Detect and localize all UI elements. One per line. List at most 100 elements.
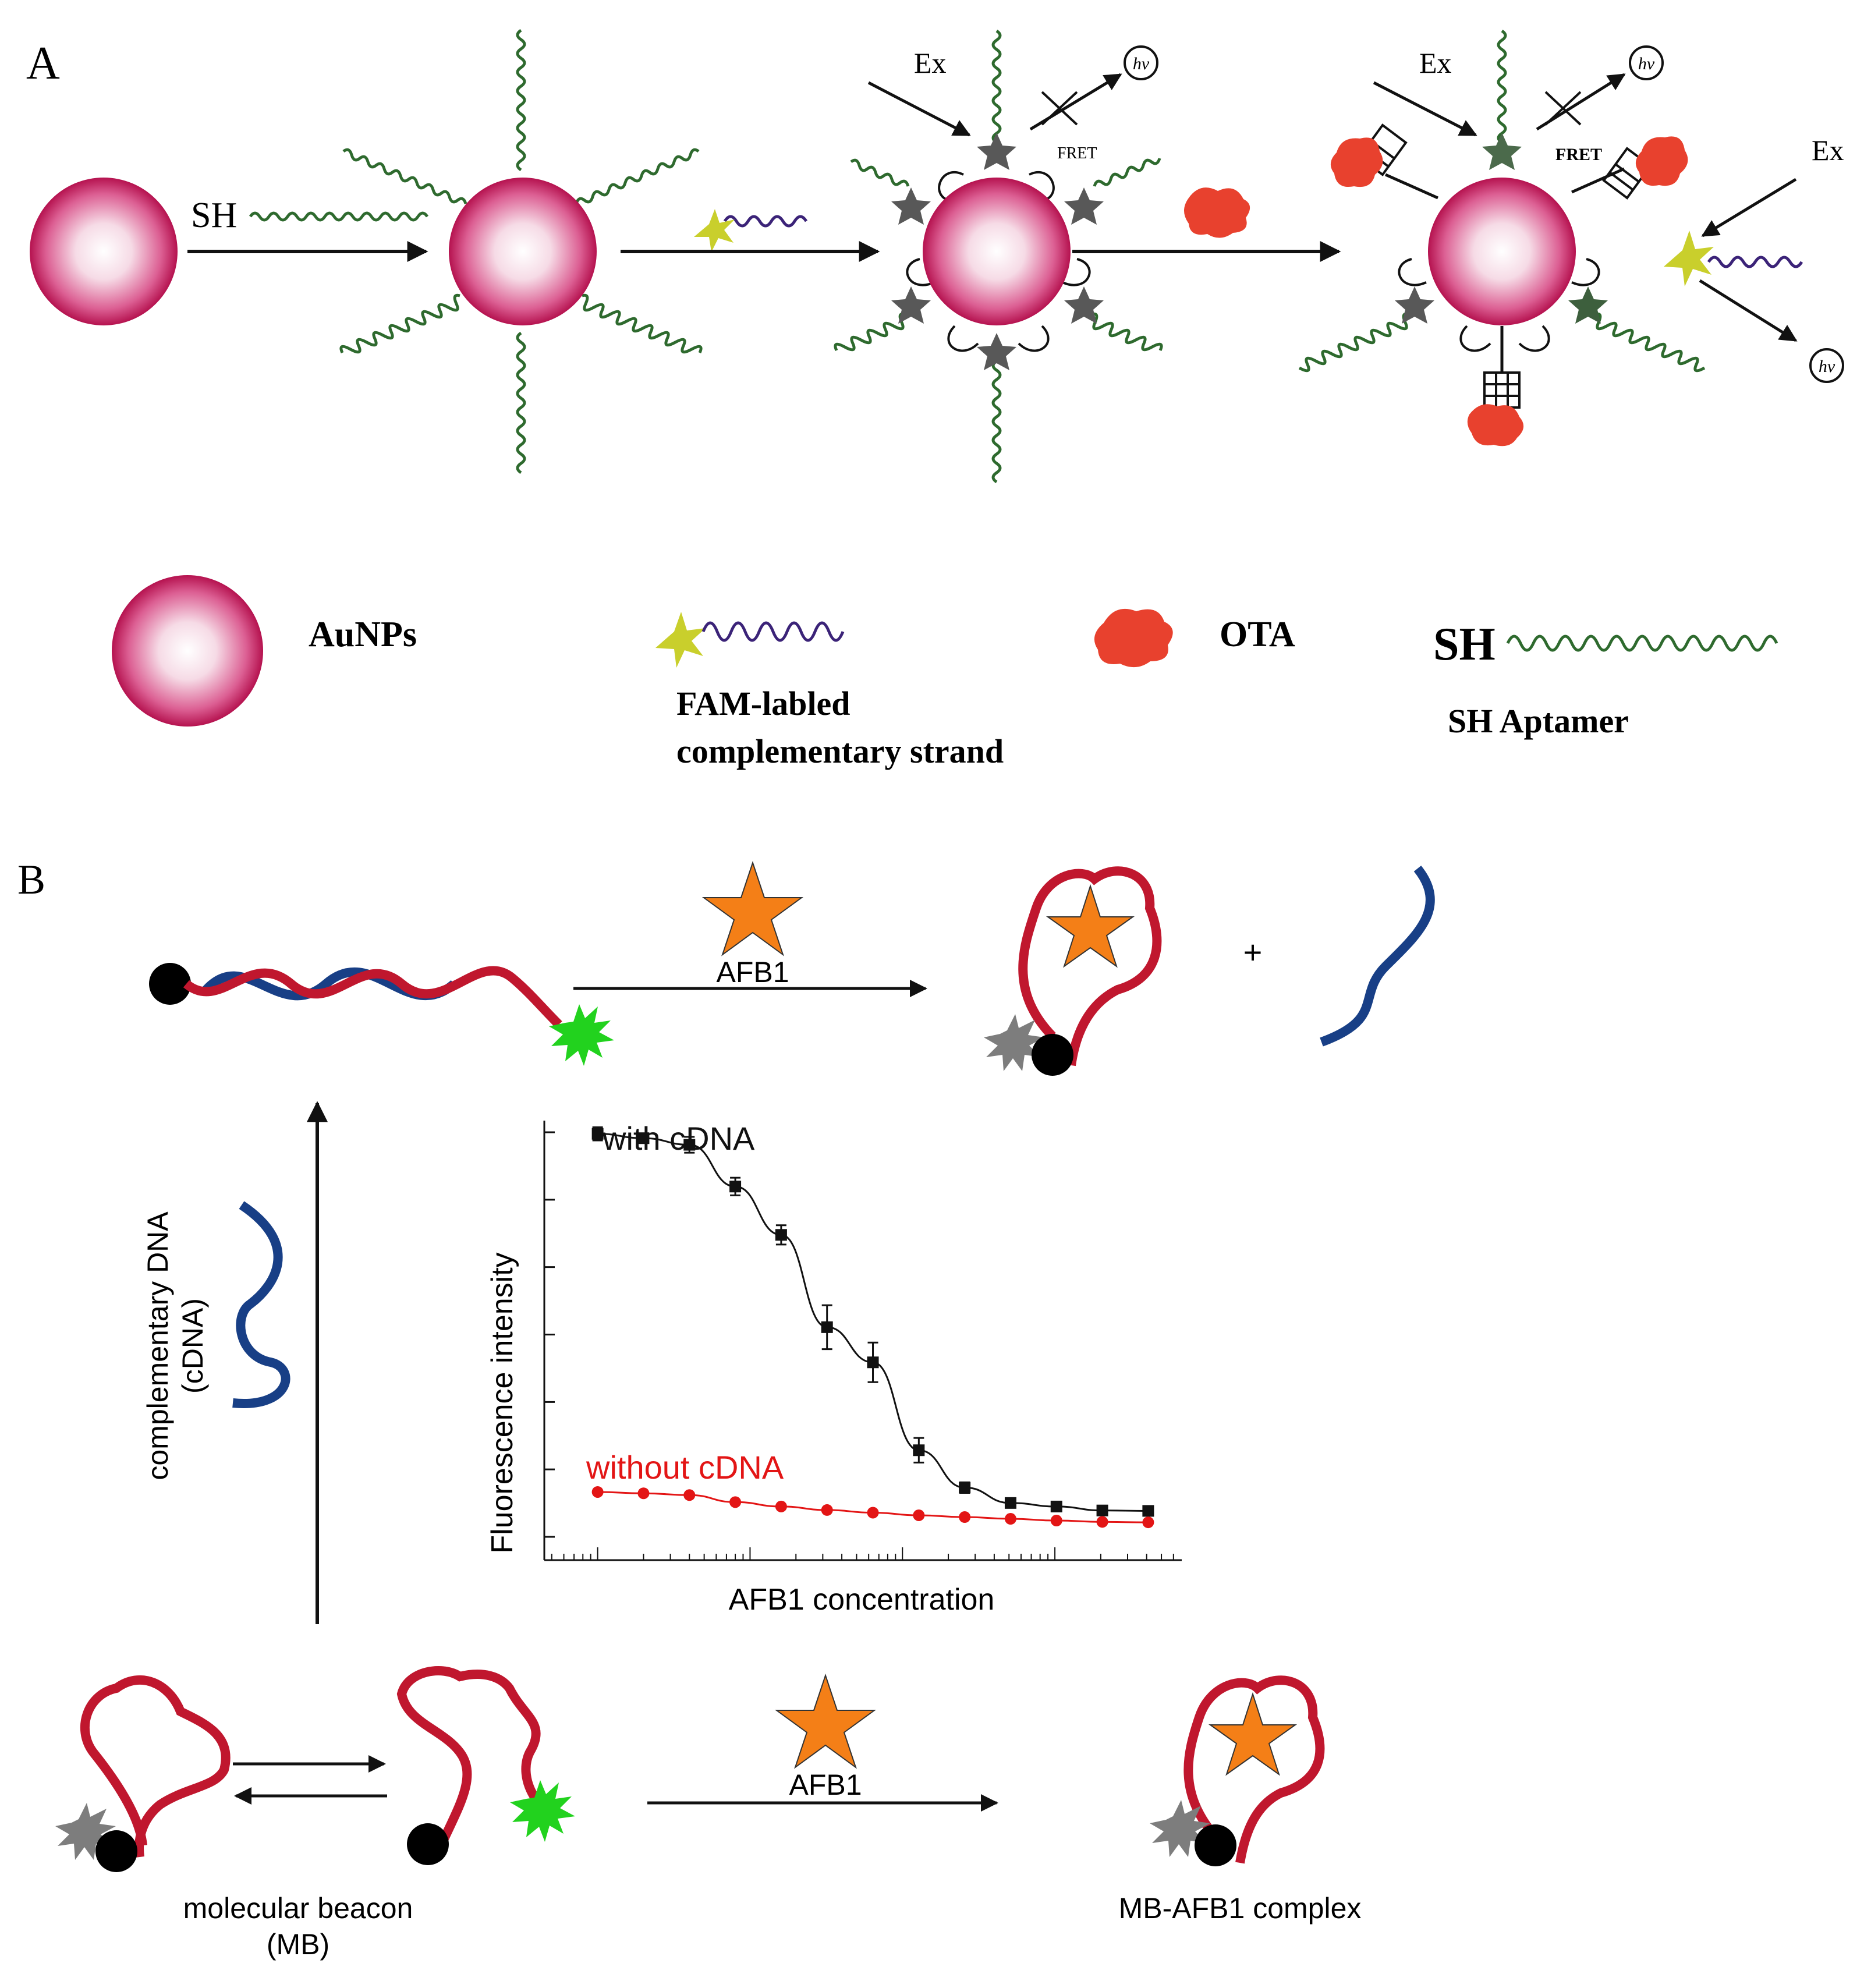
afb1-star-icon <box>1208 1692 1298 1776</box>
legend-aptamer-icon <box>1506 635 1778 652</box>
aptamer-arm <box>1298 312 1409 373</box>
data-point-with-cdna <box>1142 1505 1154 1517</box>
data-point-without-cdna <box>1096 1516 1108 1528</box>
released-fam-strand <box>1707 256 1803 268</box>
free-cdna-icon <box>1320 865 1435 1047</box>
mb-closed <box>55 1675 231 1872</box>
mb-strand <box>183 966 562 1028</box>
complex-label: MB-AFB1 complex <box>1119 1892 1362 1925</box>
quenched-fam-star <box>1482 133 1522 170</box>
aptamer-arm <box>1497 29 1507 144</box>
aptamer-arm <box>991 359 1002 484</box>
excitation-arrow <box>1373 81 1477 137</box>
mb-loop <box>80 1675 231 1858</box>
panel-a: A SH <box>26 29 1844 770</box>
fret-label: FRET <box>1555 145 1602 164</box>
aptamer-arm <box>1093 158 1161 187</box>
data-point-without-cdna <box>637 1487 650 1500</box>
ota-molecule-icon <box>1184 187 1250 238</box>
data-point-with-cdna <box>821 1321 833 1333</box>
chart-y-label: Fluorescence intensity <box>486 1252 519 1553</box>
hybrid-loop <box>1398 258 1600 352</box>
legend-sh-symbol: SH <box>1433 619 1496 670</box>
fam-strand-icon <box>723 215 808 228</box>
data-point-with-cdna <box>959 1482 971 1494</box>
quenched-fam-star <box>891 187 931 225</box>
gold-nanoparticle-3 <box>923 178 1071 325</box>
fam-star-icon <box>694 209 735 252</box>
series-label-without-cdna: without cDNA <box>586 1449 784 1486</box>
aptamer-arm <box>339 293 460 354</box>
inset-chart: with cDNA without cDNA Fluorescence inte… <box>486 1120 1182 1617</box>
sh-label: SH <box>191 196 237 235</box>
mb-loop <box>1183 1675 1325 1864</box>
data-point-with-cdna <box>591 1128 604 1140</box>
mb-afb1-complex-bottom <box>1150 1675 1325 1866</box>
panel-b-label: B <box>17 856 45 903</box>
aptamer-arm <box>834 312 906 352</box>
released-fam-star-icon <box>1664 231 1714 286</box>
aptamer-arm <box>991 29 1002 144</box>
aptamer-arm <box>850 158 910 187</box>
quenched-fam-star <box>891 286 931 324</box>
aptamer-arm <box>1091 312 1163 352</box>
photon-label: hν <box>1133 54 1150 73</box>
quenched-fam-star <box>1568 286 1608 324</box>
quenched-fam-star <box>977 333 1016 370</box>
legend-fam-star-icon <box>655 612 706 668</box>
data-point-with-cdna <box>1050 1500 1062 1512</box>
data-point-with-cdna <box>775 1229 787 1241</box>
quencher-ball <box>1032 1034 1073 1076</box>
fret-cross-icon <box>1544 91 1582 126</box>
quencher-star-icon <box>984 1014 1044 1071</box>
aunp-ota-complex <box>1298 29 1706 446</box>
panel-a-label: A <box>26 38 60 89</box>
photon-icon <box>1629 45 1664 80</box>
quenched-fam-star <box>1395 286 1434 324</box>
series-line-0 <box>597 1133 1149 1512</box>
mb-open-strand <box>396 1666 541 1845</box>
ex-label: Ex <box>1419 47 1452 79</box>
aptamer-arm <box>1594 312 1706 373</box>
data-point-without-cdna <box>959 1511 971 1523</box>
mb-afb1-complex-top <box>984 866 1162 1076</box>
aptamer-stalk <box>1384 167 1625 373</box>
bound-ota-icon <box>1330 137 1383 187</box>
legend-aunps-label: AuNPs <box>309 615 417 654</box>
bound-ota-icon <box>1467 404 1524 446</box>
fret-cross-icon <box>1041 91 1078 126</box>
gold-nanoparticle-4 <box>1428 178 1576 325</box>
data-point-without-cdna <box>867 1507 879 1519</box>
mb-label-2: (MB) <box>267 1928 329 1961</box>
plus-sign: + <box>1243 934 1263 970</box>
aptamer-arm <box>516 29 526 172</box>
legend-ota-icon <box>1094 608 1173 668</box>
g-quadruplex-icon <box>1483 371 1521 409</box>
quencher-ball <box>1195 1824 1236 1866</box>
series-label-with-cdna: with cDNA <box>602 1120 755 1157</box>
aptamer-arm <box>342 148 467 204</box>
excitation-arrow <box>867 81 971 137</box>
data-point-with-cdna <box>1004 1497 1016 1509</box>
legend-ota-label: OTA <box>1220 615 1295 654</box>
free-aptamer-strand <box>249 211 429 222</box>
aunp-fam-hybrid <box>834 29 1163 484</box>
data-point-without-cdna <box>821 1504 833 1516</box>
bound-ota-icon <box>1635 136 1688 186</box>
data-point-with-cdna <box>637 1132 650 1144</box>
hybrid-loop <box>906 171 1091 352</box>
panel-b: B AFB1 + complementary DNA (cDNA) with c… <box>17 856 1435 1961</box>
aptamer-arm <box>575 148 700 204</box>
data-point-with-cdna <box>867 1356 879 1369</box>
data-point-without-cdna <box>591 1486 604 1498</box>
chart-x-label: AFB1 concentration <box>729 1583 995 1617</box>
quencher-star-icon <box>1150 1800 1210 1857</box>
fret-label: FRET <box>1057 144 1097 162</box>
data-point-with-cdna <box>683 1139 696 1151</box>
afb1-star-icon <box>1046 884 1135 968</box>
legend-fam-label-1: FAM-labled <box>676 685 851 722</box>
afb1-star-icon <box>774 1673 877 1769</box>
aptamer-arm <box>582 293 703 354</box>
blocked-emission-arrow <box>1029 73 1122 131</box>
